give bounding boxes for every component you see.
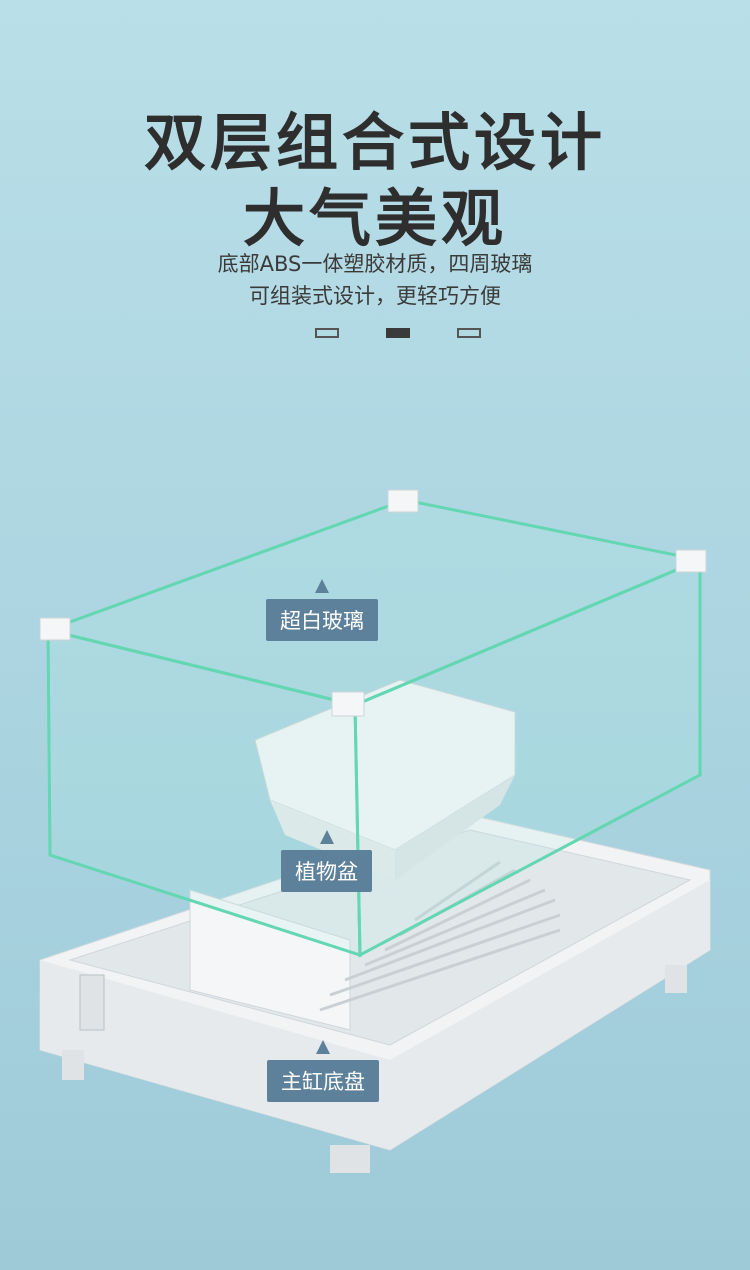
subtitle-line-2: 可组装式设计，更轻巧方便 xyxy=(249,284,501,308)
subtitle-line-1: 底部ABS一体塑胶材质，四周玻璃 xyxy=(217,252,533,276)
label-base: 主缸底盘 xyxy=(267,1040,379,1102)
page-dot-active[interactable] xyxy=(386,328,410,338)
tray-foot xyxy=(665,965,687,993)
tray-foot xyxy=(330,1145,370,1173)
base-tray xyxy=(39,814,711,1173)
filter-vent xyxy=(79,974,105,1031)
label-glass: 超白玻璃 xyxy=(266,579,378,641)
title-line-1: 双层组合式设计 xyxy=(143,106,606,179)
label-planter: 植物盆 xyxy=(281,830,372,892)
title-line-2: 大气美观 xyxy=(242,182,507,255)
glass-corner-clips xyxy=(39,489,707,717)
tray-foot xyxy=(62,1050,84,1080)
page-dot[interactable] xyxy=(315,328,339,338)
page-dot[interactable] xyxy=(457,328,481,338)
pagination-dots xyxy=(315,328,481,338)
ramp-steps xyxy=(319,860,561,1012)
